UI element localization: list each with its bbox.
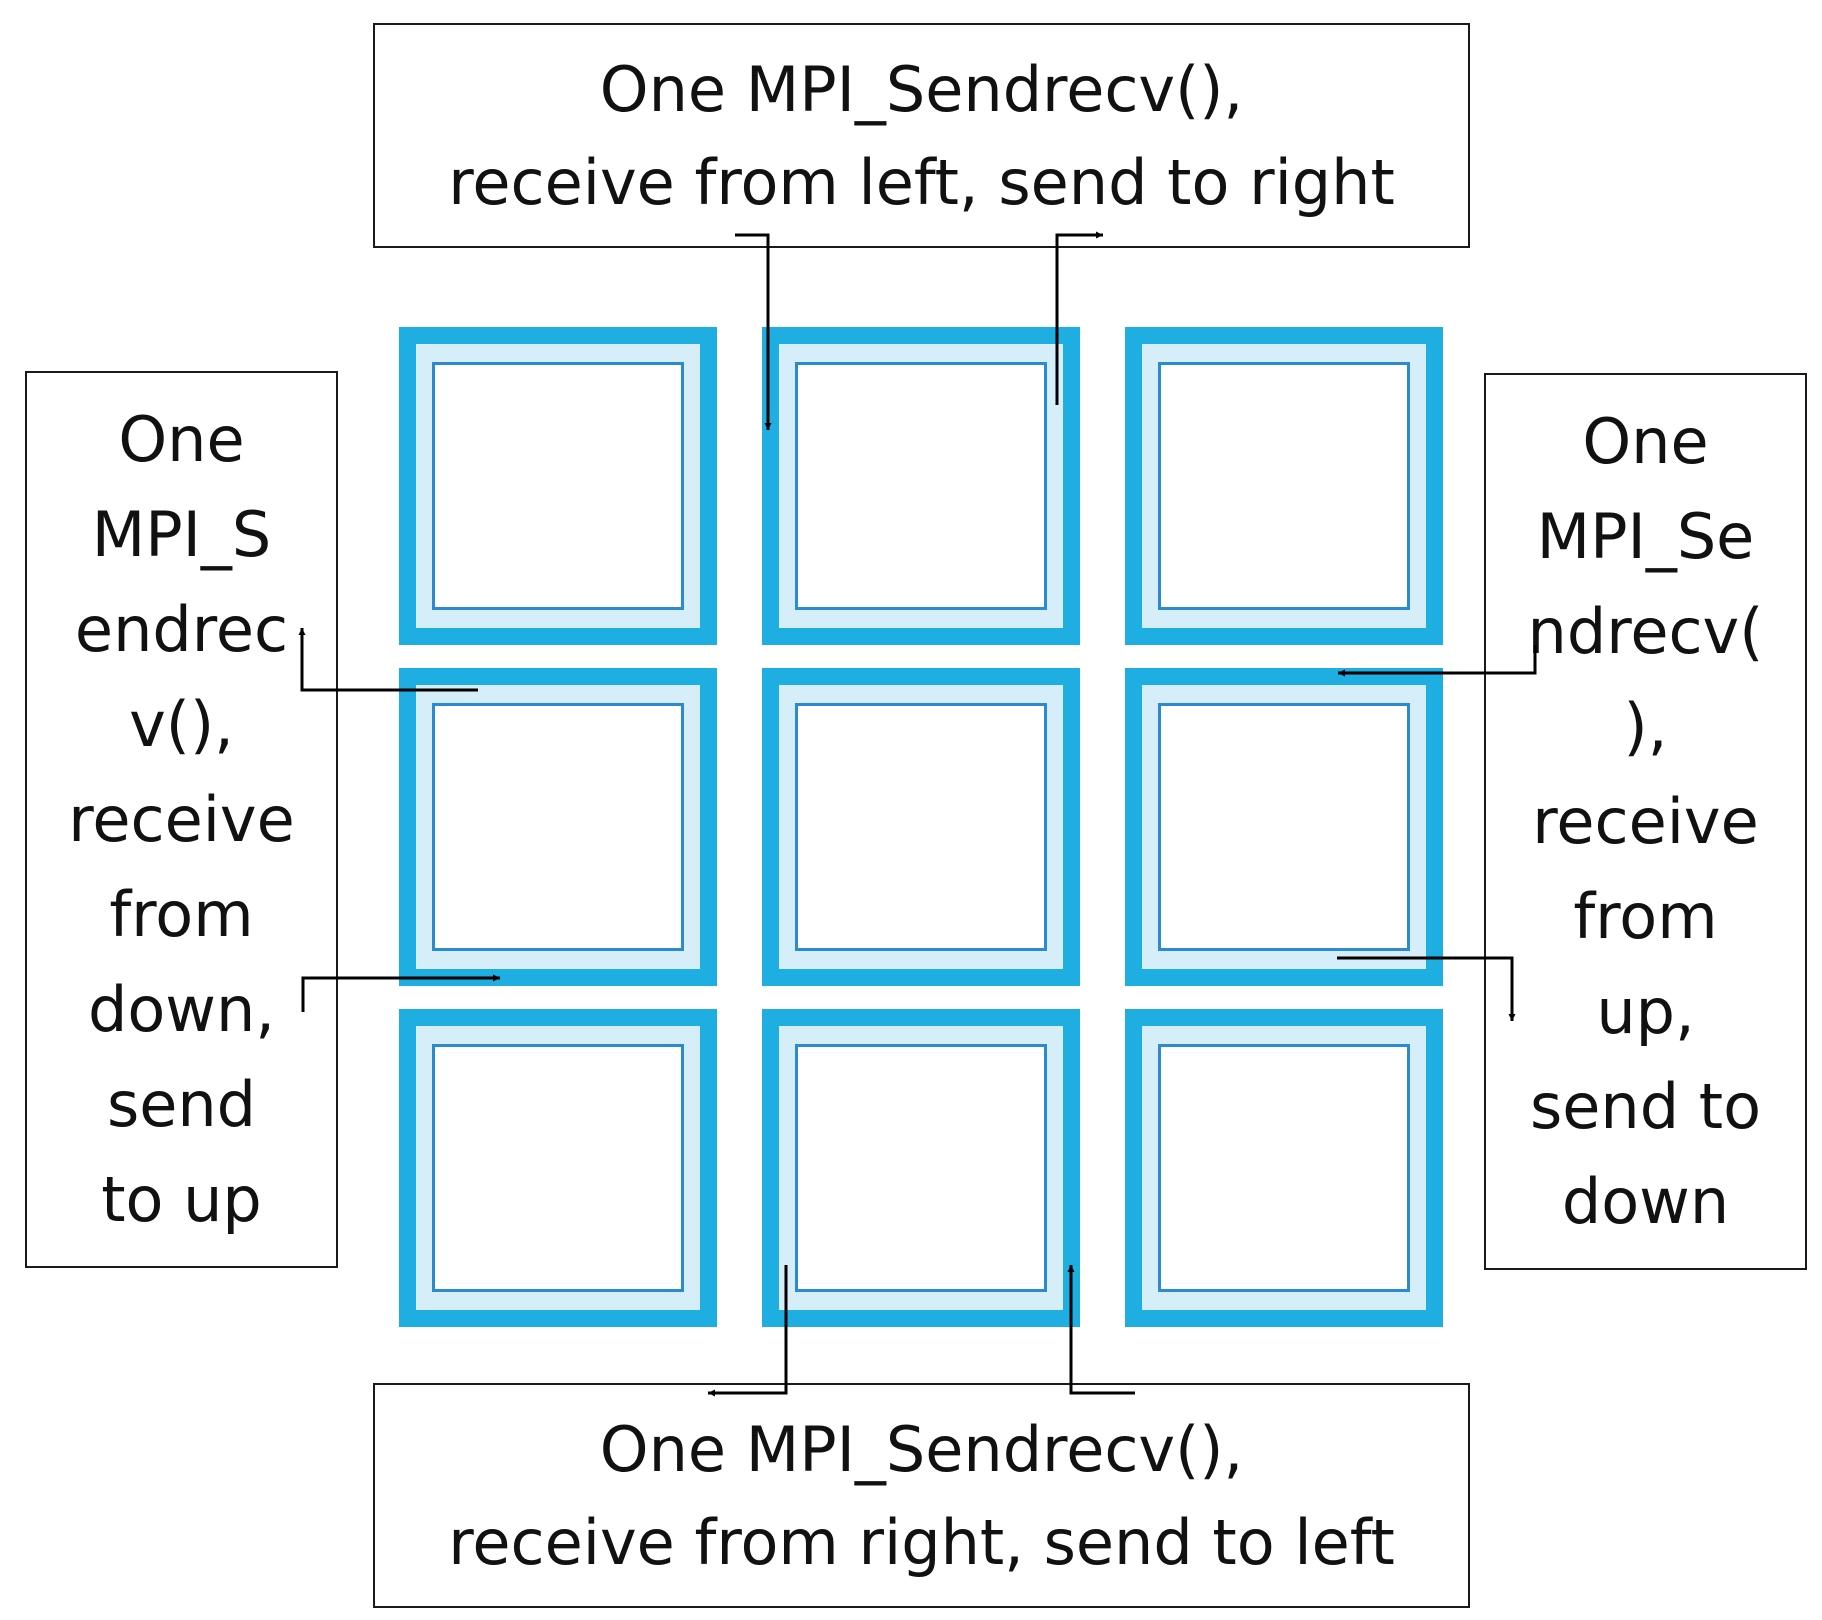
grid-cell-r3-c2 [762, 1009, 1080, 1327]
grid-cell-r1-c2 [762, 327, 1080, 645]
cell-inner [1158, 703, 1410, 951]
right-label-box: One MPI_Se ndrecv( ), receive from up, s… [1484, 373, 1807, 1270]
bottom-label-line: One MPI_Sendrecv(), [599, 1412, 1244, 1486]
top-label-line: receive from left, send to right [448, 145, 1395, 219]
right-label-line: send to [1529, 1070, 1762, 1143]
left-label-line: to up [101, 1163, 262, 1236]
left-label-box: One MPI_S endrec v(), receive from down,… [25, 371, 338, 1268]
cell-inner [795, 703, 1047, 951]
left-label-line: MPI_S [91, 498, 272, 571]
cell-inner [432, 703, 684, 951]
cell-inner [1158, 362, 1410, 610]
left-label-line: endrec [74, 593, 289, 666]
left-label-line: down, [88, 973, 275, 1046]
left-label-line: v(), [129, 688, 234, 761]
left-label-line: One [118, 403, 245, 476]
top-label-box: One MPI_Sendrecv(), receive from left, s… [373, 23, 1470, 248]
right-label-line: from [1573, 880, 1718, 953]
cell-inner [432, 1044, 684, 1292]
grid-cell-r1-c1 [399, 327, 717, 645]
grid-cell-r1-c3 [1125, 327, 1443, 645]
left-label-line: from [109, 878, 254, 951]
grid-cell-r3-c3 [1125, 1009, 1443, 1327]
top-label-line: One MPI_Sendrecv(), [599, 52, 1244, 126]
right-label-line: ), [1623, 690, 1668, 763]
right-label-line: One [1582, 405, 1709, 478]
right-label-line: receive [1532, 785, 1759, 858]
cell-inner [432, 362, 684, 610]
left-label-line: receive [68, 783, 295, 856]
bottom-label-line: receive from right, send to left [448, 1505, 1395, 1579]
right-label-line: down [1561, 1165, 1730, 1238]
bottom-label-box: One MPI_Sendrecv(), receive from right, … [373, 1383, 1470, 1608]
grid-cell-r2-c2 [762, 668, 1080, 986]
right-label-line: up, [1596, 975, 1695, 1048]
cell-inner [795, 362, 1047, 610]
grid-cell-r2-c3 [1125, 668, 1443, 986]
grid-cell-r3-c1 [399, 1009, 717, 1327]
cell-inner [1158, 1044, 1410, 1292]
right-label-line: MPI_Se [1536, 500, 1755, 573]
right-label-line: ndrecv( [1527, 595, 1764, 668]
cell-inner [795, 1044, 1047, 1292]
grid-cell-r2-c1 [399, 668, 717, 986]
left-label-line: send [106, 1068, 257, 1141]
